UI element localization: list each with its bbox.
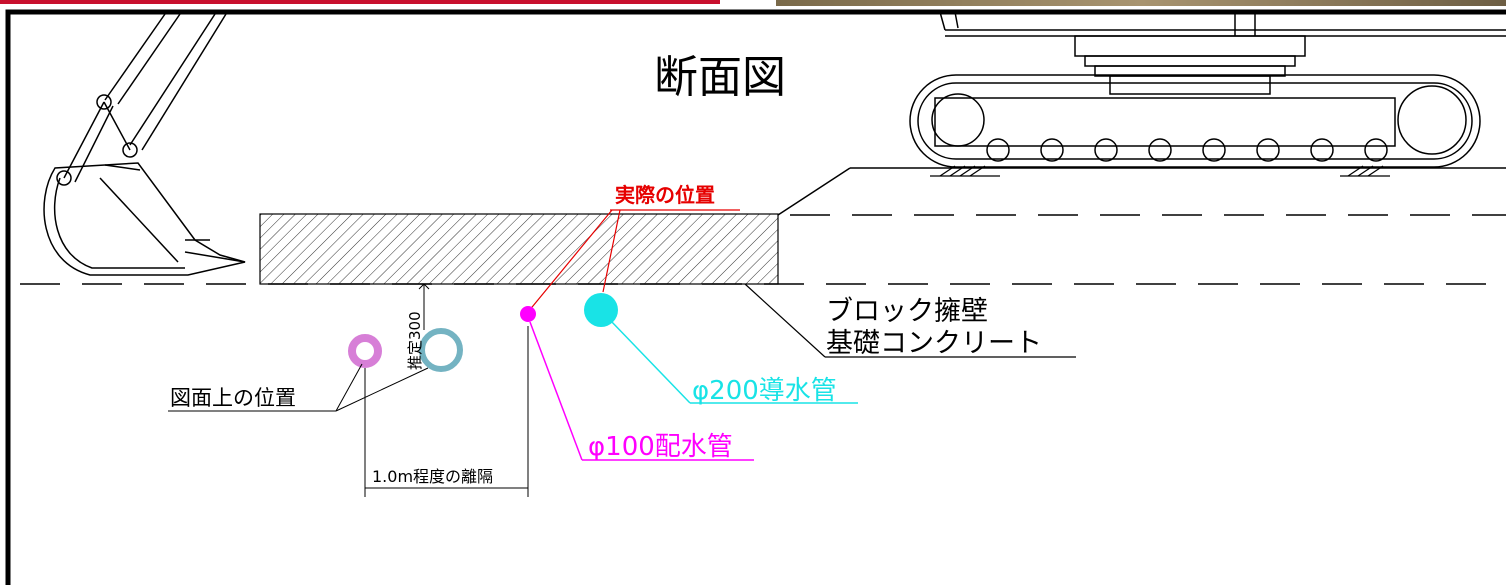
separation-dimension <box>364 326 529 497</box>
conduit-200-actual <box>584 293 618 327</box>
excavator-arm-icon <box>43 13 246 276</box>
header-photo-strip <box>776 0 1506 6</box>
conduit-drawing-position <box>419 328 463 372</box>
estimated-depth-label: 推定300 <box>406 311 424 370</box>
diagram-title: 断面図 <box>654 52 786 103</box>
conduit-200-label: φ200導水管 <box>692 376 837 406</box>
block-foundation <box>259 213 779 285</box>
depth-dimension <box>418 283 430 330</box>
pipe-100-leader <box>529 321 583 461</box>
pipe-100-label: φ100配水管 <box>588 432 733 462</box>
block-wall-label-line2: 基礎コンクリート <box>826 328 1042 359</box>
pipe-100-actual <box>520 306 536 322</box>
drawing-frame <box>5 9 1506 585</box>
actual-position-label: 実際の位置 <box>615 183 715 207</box>
drawing-position-leaders <box>168 363 429 412</box>
drawing-position-label: 図面上の位置 <box>170 386 296 410</box>
block-wall-leader <box>744 283 826 358</box>
pipe-drawing-position <box>348 334 382 368</box>
crawler-excavator-icon <box>909 11 1506 168</box>
header-strip-left <box>0 0 720 4</box>
separation-label: 1.0m程度の離隔 <box>372 467 493 486</box>
block-wall-label-line1: ブロック擁壁 <box>826 296 988 327</box>
conduit-200-leader <box>609 319 691 404</box>
ground-lines <box>777 167 1506 216</box>
actual-position-leaders <box>527 209 740 313</box>
